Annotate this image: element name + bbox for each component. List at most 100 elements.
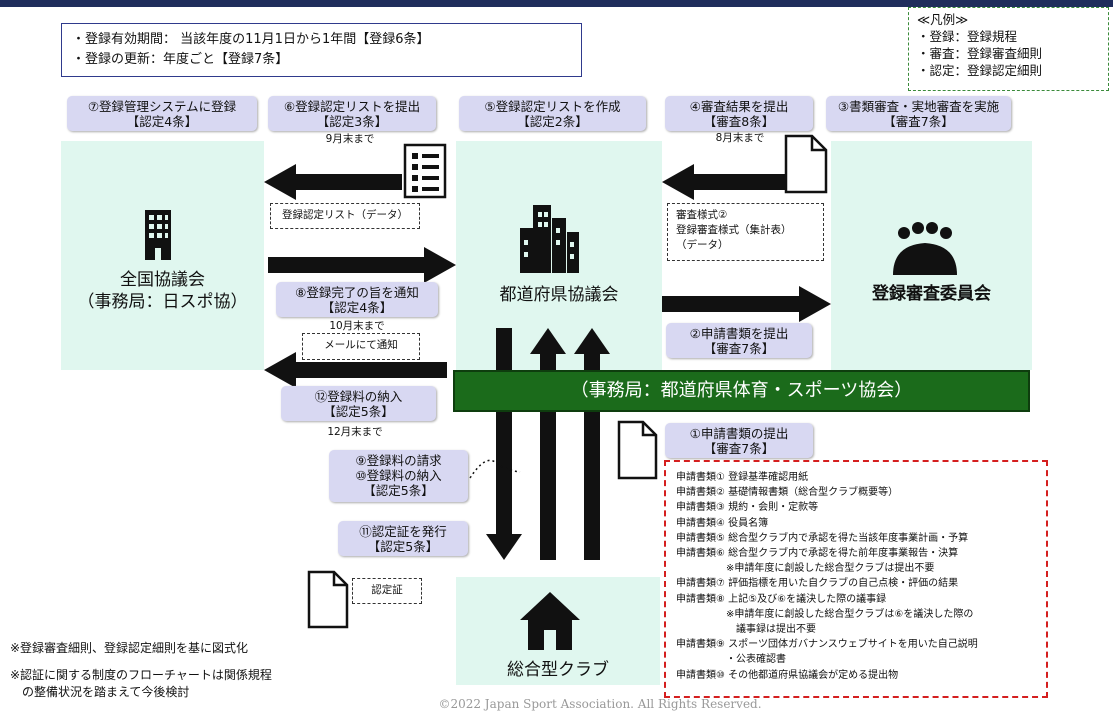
step-2-label: ②申請書類を提出 【審査7条】 xyxy=(666,323,812,358)
arrow-submit-to-committee xyxy=(662,286,831,322)
review-form-line-3: （データ） xyxy=(676,239,729,251)
step-8-text: ⑧登録完了の旨を通知 xyxy=(295,285,419,300)
step-7-article: 【認定4条】 xyxy=(126,114,198,129)
group-people-icon xyxy=(893,222,957,275)
document-item: 申請書類⑤ 総合型クラブ内で承認を得た当該年度事業計画・予算 xyxy=(676,532,969,544)
club-name: 総合型クラブ xyxy=(507,660,609,680)
document-item: 議事録は提出不要 xyxy=(676,624,816,636)
step-8-label: ⑧登録完了の旨を通知 【認定4条】 xyxy=(276,282,438,317)
step-12-article: 【認定5条】 xyxy=(323,404,394,419)
step-11-article: 【認定5条】 xyxy=(367,539,439,554)
step-1-article: 【審査7条】 xyxy=(703,441,775,456)
step-8-article: 【認定4条】 xyxy=(321,300,393,315)
step-4-article: 【審査8条】 xyxy=(703,114,775,129)
step-5-article: 【認定2条】 xyxy=(517,114,588,129)
national-council-name: 全国協議会 xyxy=(120,270,205,290)
document-item: 申請書類② 基礎情報書類（総合型クラブ概要等） xyxy=(676,487,899,499)
step-1-text: ①申請書類の提出 xyxy=(689,426,789,441)
footnote-flowchart-line-2: の整備状況を踏まえて今後検討 xyxy=(10,685,190,699)
city-buildings-icon xyxy=(520,205,579,273)
step-9-10-label: ⑨登録料の請求 ⑩登録料の納入 【認定5条】 xyxy=(329,450,468,502)
step-9-text: ⑨登録料の請求 xyxy=(355,453,442,468)
review-committee-name: 登録審査委員会 xyxy=(872,284,991,304)
step-9-10-article: 【認定5条】 xyxy=(363,483,434,498)
step-4-deadline: 8月末まで xyxy=(715,132,765,144)
step-3-label: ③書類審査・実地審査を実施 【審査7条】 xyxy=(826,96,1011,131)
step-12-label: ⑫登録料の納入 【認定5条】 xyxy=(281,386,436,421)
arrow-list-to-national xyxy=(264,164,402,200)
registration-period-box: ・登録有効期間： 当該年度の11月1日から1年間【登録6条】 ・登録の更新：年度… xyxy=(61,23,582,77)
step-4-text: ④審査結果を提出 xyxy=(689,99,789,114)
info-line-1: ・登録有効期間： 当該年度の11月1日から1年間【登録6条】 xyxy=(72,32,430,47)
info-line-2: ・登録の更新：年度ごと【登録7条】 xyxy=(72,52,289,67)
step-2-article: 【審査7条】 xyxy=(703,341,775,356)
dotted-connector xyxy=(469,459,521,479)
step-1-label: ①申請書類の提出 【審査7条】 xyxy=(665,423,813,458)
list-data-label: 登録認定リスト（データ） xyxy=(270,203,420,229)
house-icon xyxy=(520,592,580,650)
document-item: 申請書類④ 役員名簿 xyxy=(676,517,769,529)
legend-item: ・審査：登録審査細則 xyxy=(917,46,1043,61)
document-item: ・公表確認書 xyxy=(676,654,786,666)
legend-item: ・認定：登録認定細則 xyxy=(917,63,1043,78)
top-bar xyxy=(0,0,1113,7)
arrow-prefecture-to-club xyxy=(486,328,522,560)
document-item: 申請書類① 登録基準確認用紙 xyxy=(676,472,809,483)
document-item: 申請書類⑨ スポーツ団体ガバナンスウェブサイトを用いた自己説明 xyxy=(676,639,978,651)
document-item: 申請書類③ 規約・会則・定款等 xyxy=(676,502,819,514)
review-form-line-2: 登録審査様式（集計表） xyxy=(676,224,792,236)
step-10-text: ⑩登録料の納入 xyxy=(355,468,442,483)
step-4-label: ④審査結果を提出 【審査8条】 xyxy=(665,96,813,131)
certificate-text: 認定証 xyxy=(371,584,403,596)
arrow-notify-to-prefecture xyxy=(268,247,456,283)
step-6-deadline: 9月末まで xyxy=(325,133,375,145)
step-6-label: ⑥登録認定リストを提出 【認定3条】 xyxy=(268,96,436,131)
footnote-flowchart-line-1: ※認証に関する制度のフローチャートは関係規程 xyxy=(10,668,272,682)
legend-title: ≪凡例≫ xyxy=(917,12,969,27)
mail-notice-text: メールにて通知 xyxy=(324,339,398,351)
review-form-line-1: 審査様式② xyxy=(676,209,728,221)
document-icon xyxy=(617,420,658,480)
step-5-text: ⑤登録認定リストを作成 xyxy=(484,99,621,114)
document-item: 申請書類⑥ 総合型クラブ内で承認を得た前年度事業報告・決算 xyxy=(676,548,959,560)
step-7-label: ⑦登録管理システムに登録 【認定4条】 xyxy=(67,96,257,131)
step-11-label: ⑪認定証を発行 【認定5条】 xyxy=(338,521,468,556)
document-icon xyxy=(307,570,349,629)
step-12-text: ⑫登録料の納入 xyxy=(314,389,403,404)
step-12-deadline: 12月末まで xyxy=(327,426,383,438)
document-list-icon xyxy=(403,143,447,199)
mail-notice-label: メールにて通知 xyxy=(302,333,420,360)
document-icon xyxy=(784,134,828,194)
office-building-icon xyxy=(145,210,171,260)
review-form-label: 審査様式② 登録審査様式（集計表） （データ） xyxy=(667,203,824,261)
arrow-fee-to-national xyxy=(264,352,447,388)
step-3-article: 【審査7条】 xyxy=(883,114,954,129)
national-council-secretariat: （事務局：日スポ協） xyxy=(77,292,248,312)
document-item: 申請書類⑦ 評価指標を用いた自クラブの自己点検・評価の結果 xyxy=(676,578,959,590)
document-item: ※申請年度に創設した総合型クラブは提出不要 xyxy=(676,563,935,575)
footnote-flowchart: ※認証に関する制度のフローチャートは関係規程 の整備状況を踏まえて今後検討 xyxy=(10,667,350,701)
application-documents-box: 申請書類① 登録基準確認用紙 申請書類② 基礎情報書類（総合型クラブ概要等） 申… xyxy=(664,460,1048,698)
certificate-label: 認定証 xyxy=(352,578,422,604)
step-6-text: ⑥登録認定リストを提出 xyxy=(283,99,421,114)
arrow-club-to-prefecture-1 xyxy=(530,328,566,560)
arrow-review-to-prefecture xyxy=(662,164,785,200)
document-item: 申請書類⑧ 上記⑤及び⑥を議決した際の議事録 xyxy=(676,593,887,605)
footnote-basis: ※登録審査細則、登録認定細則を基に図式化 xyxy=(10,641,249,655)
step-3-text: ③書類審査・実地審査を実施 xyxy=(837,99,1000,114)
prefecture-council-name: 都道府県協議会 xyxy=(499,285,619,305)
step-11-text: ⑪認定証を発行 xyxy=(359,524,447,539)
arrow-club-to-prefecture-2 xyxy=(574,328,610,560)
legend-box: ≪凡例≫ ・登録：登録規程 ・審査：登録審査細則 ・認定：登録認定細則 xyxy=(908,7,1109,91)
copyright: ©2022 Japan Sport Association. All Right… xyxy=(438,697,762,711)
document-item: 申請書類⑩ その他都道府県協議会が定める提出物 xyxy=(676,669,899,681)
step-5-label: ⑤登録認定リストを作成 【認定2条】 xyxy=(459,96,646,131)
step-2-text: ②申請書類を提出 xyxy=(689,326,789,341)
document-item: ※申請年度に創設した総合型クラブは⑥を議決した際の xyxy=(676,608,974,620)
step-7-text: ⑦登録管理システムに登録 xyxy=(87,99,237,114)
step-8-deadline: 10月末まで xyxy=(329,320,385,332)
step-6-article: 【認定3条】 xyxy=(316,114,388,129)
legend-item: ・登録：登録規程 xyxy=(917,29,1018,44)
secretariat-banner: （事務局：都道府県体育・スポーツ協会） xyxy=(453,370,1030,412)
